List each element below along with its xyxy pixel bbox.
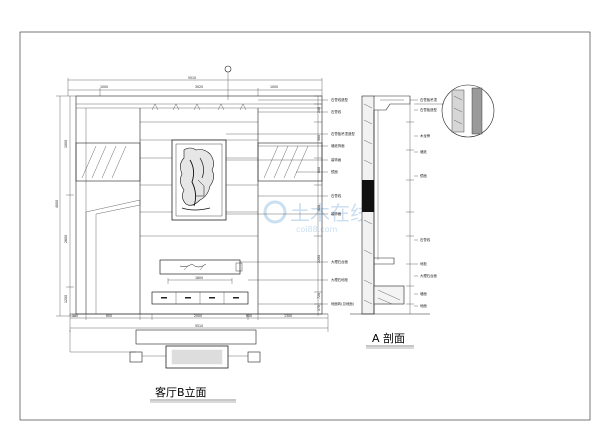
dim-bottom-seg-4: 600 xyxy=(246,314,252,318)
dim-right-7: 170 xyxy=(317,305,321,311)
section-dark-block xyxy=(362,180,374,212)
dim-bottom-seg-3: 2000 xyxy=(194,314,202,318)
section-callout-1: 石膏板吊顶 xyxy=(420,97,438,102)
dim-bottom-seg-5: 1300 xyxy=(284,314,292,318)
section-callout-9: 墙面 xyxy=(420,291,427,296)
section-title: A 剖面 xyxy=(372,331,405,345)
decorative-painting xyxy=(171,139,227,221)
watermark: 土木在线 coi88.com xyxy=(263,200,370,234)
dim-bottom-seg-2: 600 xyxy=(106,314,112,318)
elevation-callout-1: 石膏线造型 xyxy=(331,97,349,102)
section-callouts: 石膏板吊顶 石膏板造型 木龙骨 墙纸 镜面 石膏线 地柜 大理石台面 墙面 地面 xyxy=(410,97,438,308)
dim-right-2: 300 xyxy=(317,135,321,141)
elevation-callout-10: 大理石地柜 xyxy=(331,277,349,282)
dim-top-seg-3: 1000 xyxy=(270,85,278,89)
elevation-callout-8: 装饰画 xyxy=(331,211,342,216)
elevation-callout-7: 石膏线 xyxy=(331,193,342,198)
dim-right-1: 240 xyxy=(317,107,321,113)
elevation-callout-11: 地面砖(见地面) xyxy=(331,301,355,306)
sheet-frame xyxy=(19,31,591,421)
dim-right-5: 2200 xyxy=(317,255,321,263)
section-callout-4: 墙纸 xyxy=(420,149,427,154)
elevation-callout-4: 墙纸饰面 xyxy=(331,143,345,148)
dim-bottom-total: 5510 xyxy=(195,324,203,328)
plan-view xyxy=(69,329,261,369)
section-callout-2: 石膏板造型 xyxy=(420,107,438,112)
dim-bottom-seg-1: 300 xyxy=(72,314,78,318)
watermark-logo-icon xyxy=(263,200,287,224)
tv-shelf xyxy=(159,259,243,275)
elevation-callout-2: 石膏线 xyxy=(331,109,342,114)
section-callout-7: 地柜 xyxy=(420,261,427,266)
dim-right-3: 600 xyxy=(317,167,321,173)
section-callout-10: 地面 xyxy=(420,303,427,308)
section-callout-3: 木龙骨 xyxy=(420,133,431,138)
watermark-url: coi88.com xyxy=(296,225,338,234)
dim-right-4: 320 xyxy=(317,205,321,211)
dim-left-seg-2: 2600 xyxy=(64,235,68,243)
dim-top-seg-2: 3020 xyxy=(195,85,203,89)
dim-left-seg-1: 1000 xyxy=(64,140,68,148)
ceiling-lights xyxy=(151,103,247,111)
left-slanted-panel xyxy=(85,199,141,314)
elevation-drawing: 5510 1000 3020 1000 4800 1000 2600 1200 xyxy=(55,65,329,332)
section-callout-6: 石膏线 xyxy=(420,237,431,242)
detail-circle xyxy=(441,84,495,138)
section-callout-5: 镜面 xyxy=(420,173,427,178)
watermark-text: 土木在线 xyxy=(290,201,370,225)
elevation-callout-5: 装饰画 xyxy=(331,157,342,162)
elevation-callout-6: 镜面 xyxy=(331,169,338,174)
section-callout-8: 大理石台面 xyxy=(420,273,438,278)
mirror-panel-left xyxy=(75,142,141,182)
dim-left-seg-3: 1200 xyxy=(64,295,68,303)
dim-left-total: 4800 xyxy=(55,200,59,208)
elevation-callout-9: 大理石台面 xyxy=(331,259,349,264)
section-drawing xyxy=(350,84,495,315)
elevation-callout-3: 石膏板吊顶造型 xyxy=(331,131,355,136)
grid-marker-icon xyxy=(224,65,232,73)
tv-cabinet xyxy=(151,291,249,305)
dim-top-total: 5510 xyxy=(188,76,196,80)
elevation-callouts: 石膏线造型 石膏线 石膏板吊顶造型 墙纸饰面 装饰画 镜面 石膏线 装饰画 大理… xyxy=(226,97,355,306)
dim-counter: 1800 xyxy=(195,276,203,280)
mirror-panel-right xyxy=(257,142,323,182)
dim-top-seg-1: 1000 xyxy=(100,85,108,89)
dim-right-6: 720 xyxy=(317,293,321,299)
elevation-title: 客厅B立面 xyxy=(155,385,207,399)
